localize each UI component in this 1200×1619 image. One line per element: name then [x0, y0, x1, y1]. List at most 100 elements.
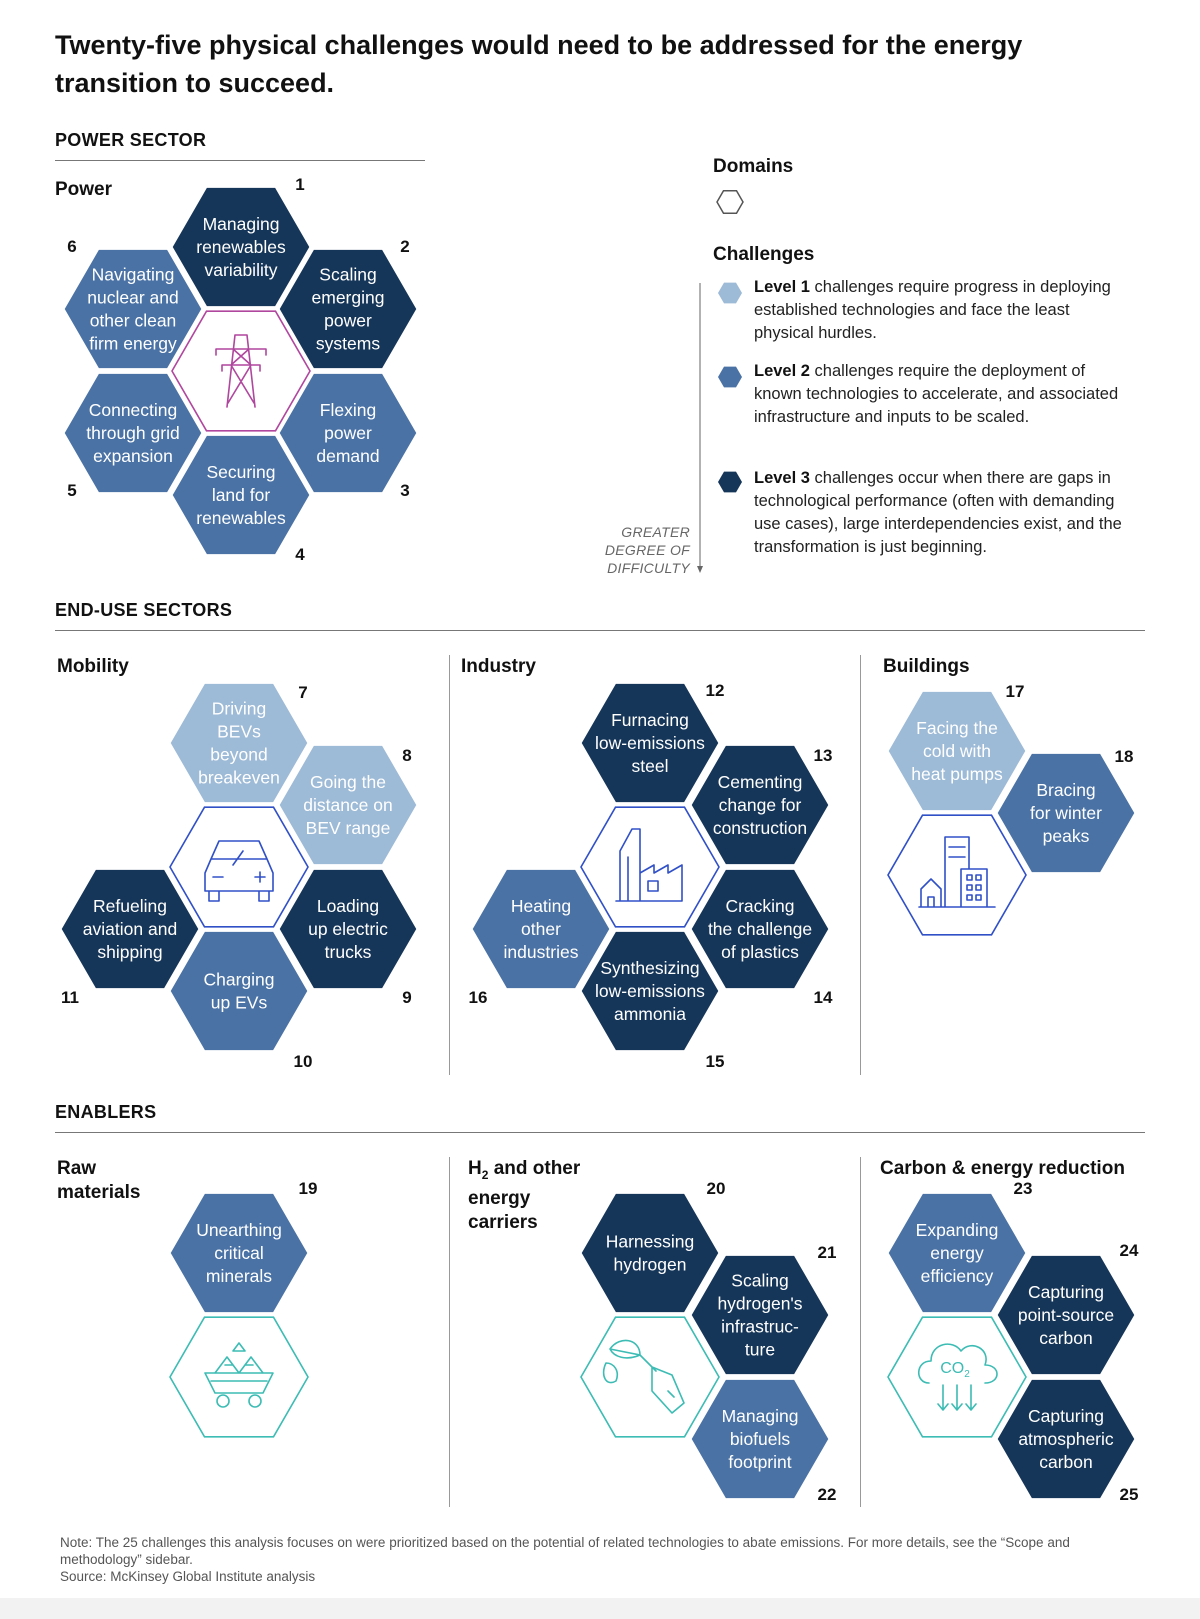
challenge-label-line: construction	[713, 818, 807, 838]
challenge-label-line: BEV range	[306, 818, 391, 838]
challenge-label-line: Harnessing	[606, 1232, 695, 1252]
group-title-line: and other	[493, 1158, 581, 1179]
challenge-label-line: low-emissions	[595, 981, 705, 1001]
challenge-hex-25	[994, 1376, 1138, 1502]
note-text: Note: The 25 challenges this analysis fo…	[60, 1535, 1070, 1567]
challenge-label-line: power	[324, 311, 372, 331]
challenge-hex-23	[885, 1190, 1029, 1316]
column-divider	[449, 1157, 450, 1507]
challenge-label-line: shipping	[97, 942, 162, 962]
challenge-label-line: Unearthing	[196, 1220, 282, 1240]
challenge-hex-8	[276, 742, 420, 868]
challenge-label-line: nuclear and	[87, 288, 178, 308]
challenge-label-line: industries	[504, 942, 579, 962]
co2-cloud-icon: CO2	[917, 1343, 998, 1411]
challenge-number: 7	[298, 683, 307, 702]
challenge-label-line: Flexing	[320, 400, 376, 420]
group-title-subscript: 2	[481, 1167, 489, 1182]
challenge-number: 24	[1120, 1241, 1139, 1260]
challenge-number: 5	[67, 481, 76, 500]
group-title-line: carriers	[468, 1211, 538, 1233]
challenge-label-line: Managing	[203, 214, 280, 234]
challenge-hex-12	[578, 680, 722, 806]
challenge-number: 21	[818, 1243, 837, 1262]
challenge-number: 20	[707, 1179, 726, 1198]
challenge-hex-3	[276, 370, 420, 496]
building-windows	[966, 874, 982, 901]
source-text: Source: McKinsey Global Institute analys…	[60, 1569, 316, 1584]
footnote: Note: The 25 challenges this analysis fo…	[60, 1534, 1120, 1585]
challenge-label-line: distance on	[303, 795, 393, 815]
challenge-number: 17	[1006, 682, 1025, 701]
nozzle-strokes	[602, 1339, 685, 1414]
challenge-number: 19	[299, 1179, 318, 1198]
group-title-line: H	[468, 1158, 482, 1179]
challenge-label-line: land for	[212, 485, 271, 505]
legend-level-label: Level 3	[754, 469, 810, 487]
challenge-number: 2	[400, 237, 409, 256]
challenge-label-line: variability	[205, 260, 278, 280]
challenge-hex-4	[169, 432, 313, 558]
challenge-label-line: Going the	[310, 772, 386, 792]
challenge-label-line: through grid	[86, 423, 179, 443]
cloud-strokes	[917, 1343, 998, 1411]
challenge-number: 9	[402, 988, 411, 1007]
legend-level-2: Level 2 challenges require the deploymen…	[754, 360, 1124, 429]
factory-icon	[615, 828, 683, 902]
challenge-label-line: BEVs	[217, 722, 261, 742]
challenge-label-line: systems	[316, 334, 380, 354]
challenge-number: 15	[706, 1052, 725, 1071]
challenge-hex-2	[276, 246, 420, 372]
challenge-number: 18	[1115, 747, 1134, 766]
challenge-label-line: Charging	[203, 970, 274, 990]
challenge-hex-22	[688, 1376, 832, 1502]
challenge-number: 22	[818, 1485, 837, 1504]
challenge-label-line: heat pumps	[911, 764, 1003, 784]
challenge-hex-17	[885, 688, 1029, 814]
co2-subscript: 2	[964, 1369, 970, 1380]
challenge-number: 3	[400, 481, 409, 500]
challenge-label-line: up electric	[308, 919, 388, 939]
challenge-label-line: breakeven	[198, 768, 280, 788]
challenge-label-line: Capturing	[1028, 1282, 1104, 1302]
challenge-label-line: Bracing	[1036, 780, 1095, 800]
challenge-number: 11	[61, 988, 79, 1007]
challenge-hex-10	[167, 928, 311, 1054]
legend-level-3: Level 3 challenges occur when there are …	[754, 467, 1124, 559]
challenge-number: 25	[1120, 1485, 1139, 1504]
legend-domains-title: Domains	[713, 156, 794, 177]
legend-level-label: Level 1	[754, 278, 810, 296]
challenge-hex-13	[688, 742, 832, 868]
factory-strokes	[615, 828, 683, 902]
challenge-label-line: point-source	[1018, 1305, 1114, 1325]
legend-level-text: challenges require the deployment of kno…	[754, 362, 1119, 426]
challenge-hex-19	[167, 1190, 311, 1316]
challenge-label-line: change for	[719, 795, 802, 815]
legend-level-1: Level 1 challenges require progress in d…	[754, 276, 1114, 345]
column-divider	[860, 655, 861, 1075]
challenge-hex-11	[58, 866, 202, 992]
challenge-label-line: beyond	[210, 745, 267, 765]
challenge-label-line: biofuels	[730, 1429, 791, 1449]
challenge-label-line: infrastruc-	[721, 1317, 799, 1337]
legend-level-text: challenges occur when there are gaps in …	[754, 469, 1122, 556]
challenge-hex-9	[276, 866, 420, 992]
challenge-label-line: ammonia	[614, 1004, 686, 1024]
column-divider	[860, 1157, 861, 1507]
group-title-mobility: Mobility	[57, 656, 129, 677]
challenge-label-line: renewables	[196, 508, 286, 528]
challenge-label-line: other	[521, 919, 561, 939]
challenge-label-line: critical	[214, 1243, 264, 1263]
challenge-label-line: Cracking	[725, 896, 794, 916]
challenge-label-line: steel	[632, 756, 669, 776]
challenge-label-line: trucks	[325, 942, 372, 962]
legend-level-label: Level 2	[754, 362, 810, 380]
challenge-label-line: hydrogen	[614, 1255, 687, 1275]
section-enablers: ENABLERS	[55, 1102, 157, 1122]
domain-hex-power	[171, 310, 311, 432]
group-title-line: Raw	[57, 1158, 97, 1179]
divider	[55, 1132, 1145, 1133]
challenge-label-line: cold with	[923, 741, 991, 761]
challenge-label-line: Capturing	[1028, 1406, 1104, 1426]
